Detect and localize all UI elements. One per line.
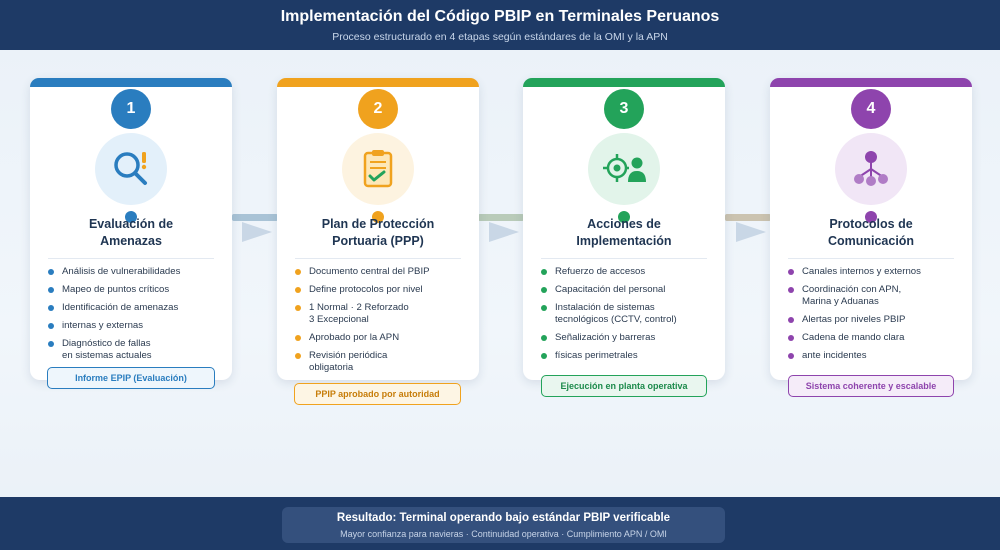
stage-topbar — [770, 78, 972, 87]
stage-item-list: Canales internos y externos Coordinación… — [788, 266, 966, 368]
stage-title-line2: Amenazas — [100, 234, 162, 248]
stage-title-line1: Protocolos de — [829, 217, 913, 231]
list-item: Capacitación del personal — [541, 284, 719, 296]
list-item: 1 Normal · 2 Reforzado 3 Excepcional — [295, 302, 473, 326]
stage-title-line1: Plan de Protección — [321, 217, 435, 231]
clipboard-check-icon — [342, 133, 414, 205]
target-person-icon — [588, 133, 660, 205]
arrow-1-2 — [242, 222, 272, 242]
stage-title: Evaluación de Amenazas — [38, 216, 224, 250]
stage-topbar — [30, 78, 232, 87]
divider — [541, 258, 707, 259]
list-item: Señalización y barreras — [541, 332, 719, 344]
list-item: físicas perimetrales — [541, 350, 719, 362]
stage-dot — [125, 211, 137, 223]
list-item: ante incidentes — [788, 350, 966, 362]
outcome-badge-3: Ejecución en planta operativa — [541, 375, 707, 397]
header-banner: Implementación del Código PBIP en Termin… — [0, 0, 1000, 50]
stage-title-line2: Implementación — [576, 234, 672, 248]
list-item: Canales internos y externos — [788, 266, 966, 278]
divider — [48, 258, 214, 259]
stage-card-2: 2 Plan de Protección Portuaria (PPP) Doc… — [277, 78, 479, 380]
list-item: Diagnóstico de fallas en sistemas actual… — [48, 338, 226, 362]
stage-number-badge: 4 — [851, 89, 891, 129]
stage-title: Protocolos de Comunicación — [778, 216, 964, 250]
divider — [295, 258, 461, 259]
stage-title-line1: Acciones de — [587, 217, 661, 231]
connector-2-3 — [478, 214, 524, 221]
list-item: Instalación de sistemas tecnológicos (CC… — [541, 302, 719, 326]
result-subtitle: Mayor confianza para navieras · Continui… — [340, 529, 667, 539]
stage-number-badge: 1 — [111, 89, 151, 129]
stage-title: Plan de Protección Portuaria (PPP) — [285, 216, 471, 250]
magnifier-alert-icon — [95, 133, 167, 205]
outcome-badge-1: Informe EPIP (Evaluación) — [47, 367, 215, 389]
list-item: Alertas por niveles PBIP — [788, 314, 966, 326]
stage-card-3: 3 Acciones de Implementación Refuerzo de… — [523, 78, 725, 380]
stage-dot — [865, 211, 877, 223]
stage-title-line1: Evaluación de — [88, 217, 174, 231]
result-box: Resultado: Terminal operando bajo estánd… — [282, 507, 725, 543]
result-title: Resultado: Terminal operando bajo estánd… — [336, 512, 671, 524]
stage-title: Acciones de Implementación — [531, 216, 717, 250]
list-item: Cadena de mando clara — [788, 332, 966, 344]
stage-card-1: 1 Evaluación de Amenazas Análisis de vul… — [30, 78, 232, 380]
page-subtitle: Proceso estructurado en 4 etapas según e… — [332, 31, 668, 43]
stage-dot — [618, 211, 630, 223]
list-item: Coordinación con APN, Marina y Aduanas — [788, 284, 966, 308]
stage-card-4: 4 Protocolos de Comunicación Canales int… — [770, 78, 972, 380]
list-item: Revisión periódica obligatoria — [295, 350, 473, 374]
stage-dot — [372, 211, 384, 223]
list-item: Refuerzo de accesos — [541, 266, 719, 278]
outcome-badge-2: PPIP aprobado por autoridad — [294, 383, 461, 405]
connector-1-2 — [232, 214, 278, 221]
stage-number-badge: 2 — [358, 89, 398, 129]
connector-3-4 — [725, 214, 771, 221]
stage-topbar — [277, 78, 479, 87]
list-item: Mapeo de puntos críticos — [48, 284, 226, 296]
stage-topbar — [523, 78, 725, 87]
stage-title-line2: Comunicación — [827, 234, 915, 248]
page-title: Implementación del Código PBIP en Termin… — [280, 8, 720, 25]
list-item: Identificación de amenazas — [48, 302, 226, 314]
arrow-2-3 — [489, 222, 519, 242]
arrow-3-4 — [736, 222, 766, 242]
list-item: Define protocolos por nivel — [295, 284, 473, 296]
list-item: Aprobado por la APN — [295, 332, 473, 344]
stage-item-list: Refuerzo de accesos Capacitación del per… — [541, 266, 719, 368]
stage-title-line2: Portuaria (PPP) — [332, 234, 424, 248]
outcome-badge-4: Sistema coherente y escalable — [788, 375, 954, 397]
stage-number-badge: 3 — [604, 89, 644, 129]
divider — [788, 258, 954, 259]
network-hierarchy-icon — [835, 133, 907, 205]
list-item: internas y externas — [48, 320, 226, 332]
list-item: Análisis de vulnerabilidades — [48, 266, 226, 278]
stage-item-list: Documento central del PBIP Define protoc… — [295, 266, 473, 380]
list-item: Documento central del PBIP — [295, 266, 473, 278]
stage-item-list: Análisis de vulnerabilidades Mapeo de pu… — [48, 266, 226, 368]
